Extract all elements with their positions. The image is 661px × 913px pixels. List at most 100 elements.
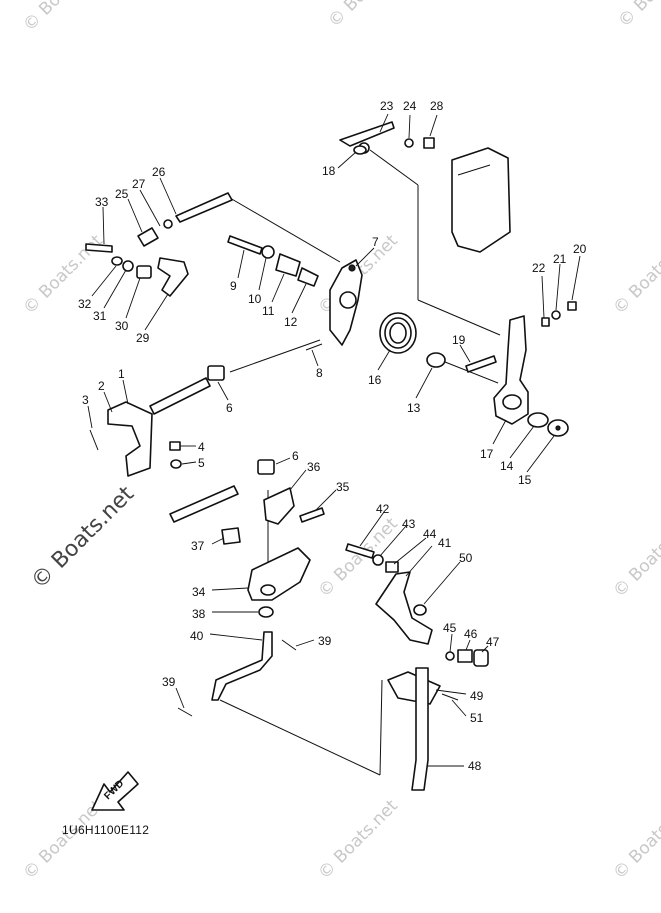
- part-nut-24: [404, 138, 414, 148]
- forward-arrow-icon: FWD: [91, 771, 139, 811]
- callout-39-right: 39: [318, 634, 332, 648]
- callout-24: 24: [403, 99, 417, 113]
- callout-14: 14: [500, 459, 514, 473]
- callout-11: 11: [262, 304, 275, 318]
- callout-3: 3: [82, 393, 89, 407]
- part-cable-end-upper: [149, 365, 225, 415]
- watermark: © Boats.net: [609, 514, 661, 602]
- callout-20: 20: [573, 242, 587, 256]
- callout-47: 47: [486, 635, 500, 649]
- part-joint-25: [137, 227, 159, 247]
- diagram-code: 1U6H1100E112: [62, 823, 149, 837]
- part-bracket-49: [387, 671, 441, 705]
- leader-lines: [87, 113, 581, 767]
- callout-35: 35: [336, 480, 350, 494]
- part-bracket-36: [263, 487, 295, 525]
- part-washer-32: [111, 256, 123, 266]
- watermark: © Boats.net: [609, 231, 661, 319]
- callout-38: 38: [192, 607, 206, 621]
- part-lever-17: [493, 315, 529, 425]
- part-washer-14: [527, 412, 549, 428]
- callout-50: 50: [459, 551, 473, 565]
- callout-9: 9: [230, 279, 237, 293]
- callout-30: 30: [115, 319, 129, 333]
- part-nut-21: [551, 310, 561, 320]
- callout-49: 49: [470, 689, 484, 703]
- part-pin-39b: [177, 707, 193, 717]
- part-grommet-18: [353, 145, 367, 155]
- part-shift-rod-40: [211, 631, 273, 701]
- part-joint-30: [136, 265, 152, 279]
- callout-29: 29: [136, 331, 150, 345]
- callout-2: 2: [98, 379, 105, 393]
- callout-16: 16: [368, 373, 382, 387]
- watermark-large: © Boats.net: [27, 481, 140, 594]
- part-rod-26: [163, 192, 233, 229]
- part-spring-16: [379, 312, 417, 354]
- callout-33: 33: [95, 195, 109, 209]
- part-washer-15: [547, 419, 569, 437]
- part-bolt-9: [227, 235, 263, 255]
- callout-25: 25: [115, 187, 129, 201]
- callout-15: 15: [518, 473, 532, 487]
- part-nut-45: [445, 651, 455, 661]
- callout-6-upper: 6: [226, 401, 233, 415]
- callout-17: 17: [480, 447, 494, 461]
- part-washer-43: [372, 554, 384, 566]
- part-collar-12: [297, 267, 319, 287]
- callout-7: 7: [372, 235, 379, 249]
- part-grommet-37: [221, 527, 241, 545]
- callout-48: 48: [468, 759, 482, 773]
- assembly-lines: [219, 149, 501, 776]
- part-washer-31: [122, 260, 134, 272]
- part-nut-20: [567, 301, 577, 311]
- part-collar-44: [385, 561, 399, 573]
- watermarks: © Boats.net © Boats.net © Boats.net © Bo…: [19, 0, 661, 884]
- part-shift-shaft-48: [411, 667, 429, 791]
- part-bolt-42: [345, 543, 375, 559]
- part-washer-38: [258, 606, 274, 618]
- callout-23: 23: [380, 99, 394, 113]
- part-lever-41: [375, 571, 433, 645]
- part-washer-5: [170, 459, 182, 469]
- callout-40: 40: [190, 629, 204, 643]
- part-bolt-19: [465, 355, 497, 373]
- callout-34: 34: [192, 585, 206, 599]
- part-collar-11: [275, 253, 301, 277]
- part-bolt-4: [169, 441, 181, 451]
- callout-26: 26: [152, 165, 166, 179]
- part-nut-22: [541, 317, 550, 327]
- callout-44: 44: [423, 527, 437, 541]
- callout-43: 43: [402, 517, 416, 531]
- part-throttle-cam-7: [329, 259, 363, 346]
- part-washer-50: [413, 604, 427, 616]
- callout-12: 12: [284, 315, 298, 329]
- watermark: © Boats.net: [609, 796, 661, 884]
- callout-28: 28: [430, 99, 444, 113]
- callout-31: 31: [93, 309, 107, 323]
- part-bolt-35: [299, 507, 325, 523]
- watermark: © Boats.net: [314, 796, 402, 884]
- watermark: © Boats.net: [324, 0, 412, 32]
- part-pin-39a: [281, 639, 297, 651]
- callout-36: 36: [307, 460, 321, 474]
- callout-32: 32: [78, 297, 92, 311]
- callout-6-lower: 6: [292, 449, 299, 463]
- part-bolt-33: [85, 243, 113, 253]
- callout-22: 22: [532, 261, 546, 275]
- callout-39-left: 39: [162, 675, 176, 689]
- part-cable-end-lower: [169, 459, 275, 523]
- callout-5: 5: [198, 456, 205, 470]
- part-spring-46: [457, 649, 473, 663]
- callout-45: 45: [443, 621, 457, 635]
- callout-10: 10: [248, 292, 262, 306]
- part-washer-10: [261, 245, 275, 259]
- callout-18: 18: [322, 164, 336, 178]
- callout-1: 1: [118, 367, 125, 381]
- callout-labels: 23 24 28 18 26 27 25 33 32 31 30 29 9 10…: [78, 99, 587, 773]
- callout-42: 42: [376, 502, 390, 516]
- callout-46: 46: [464, 627, 478, 641]
- part-bracket-1: [107, 401, 153, 477]
- part-lever-34: [247, 547, 311, 601]
